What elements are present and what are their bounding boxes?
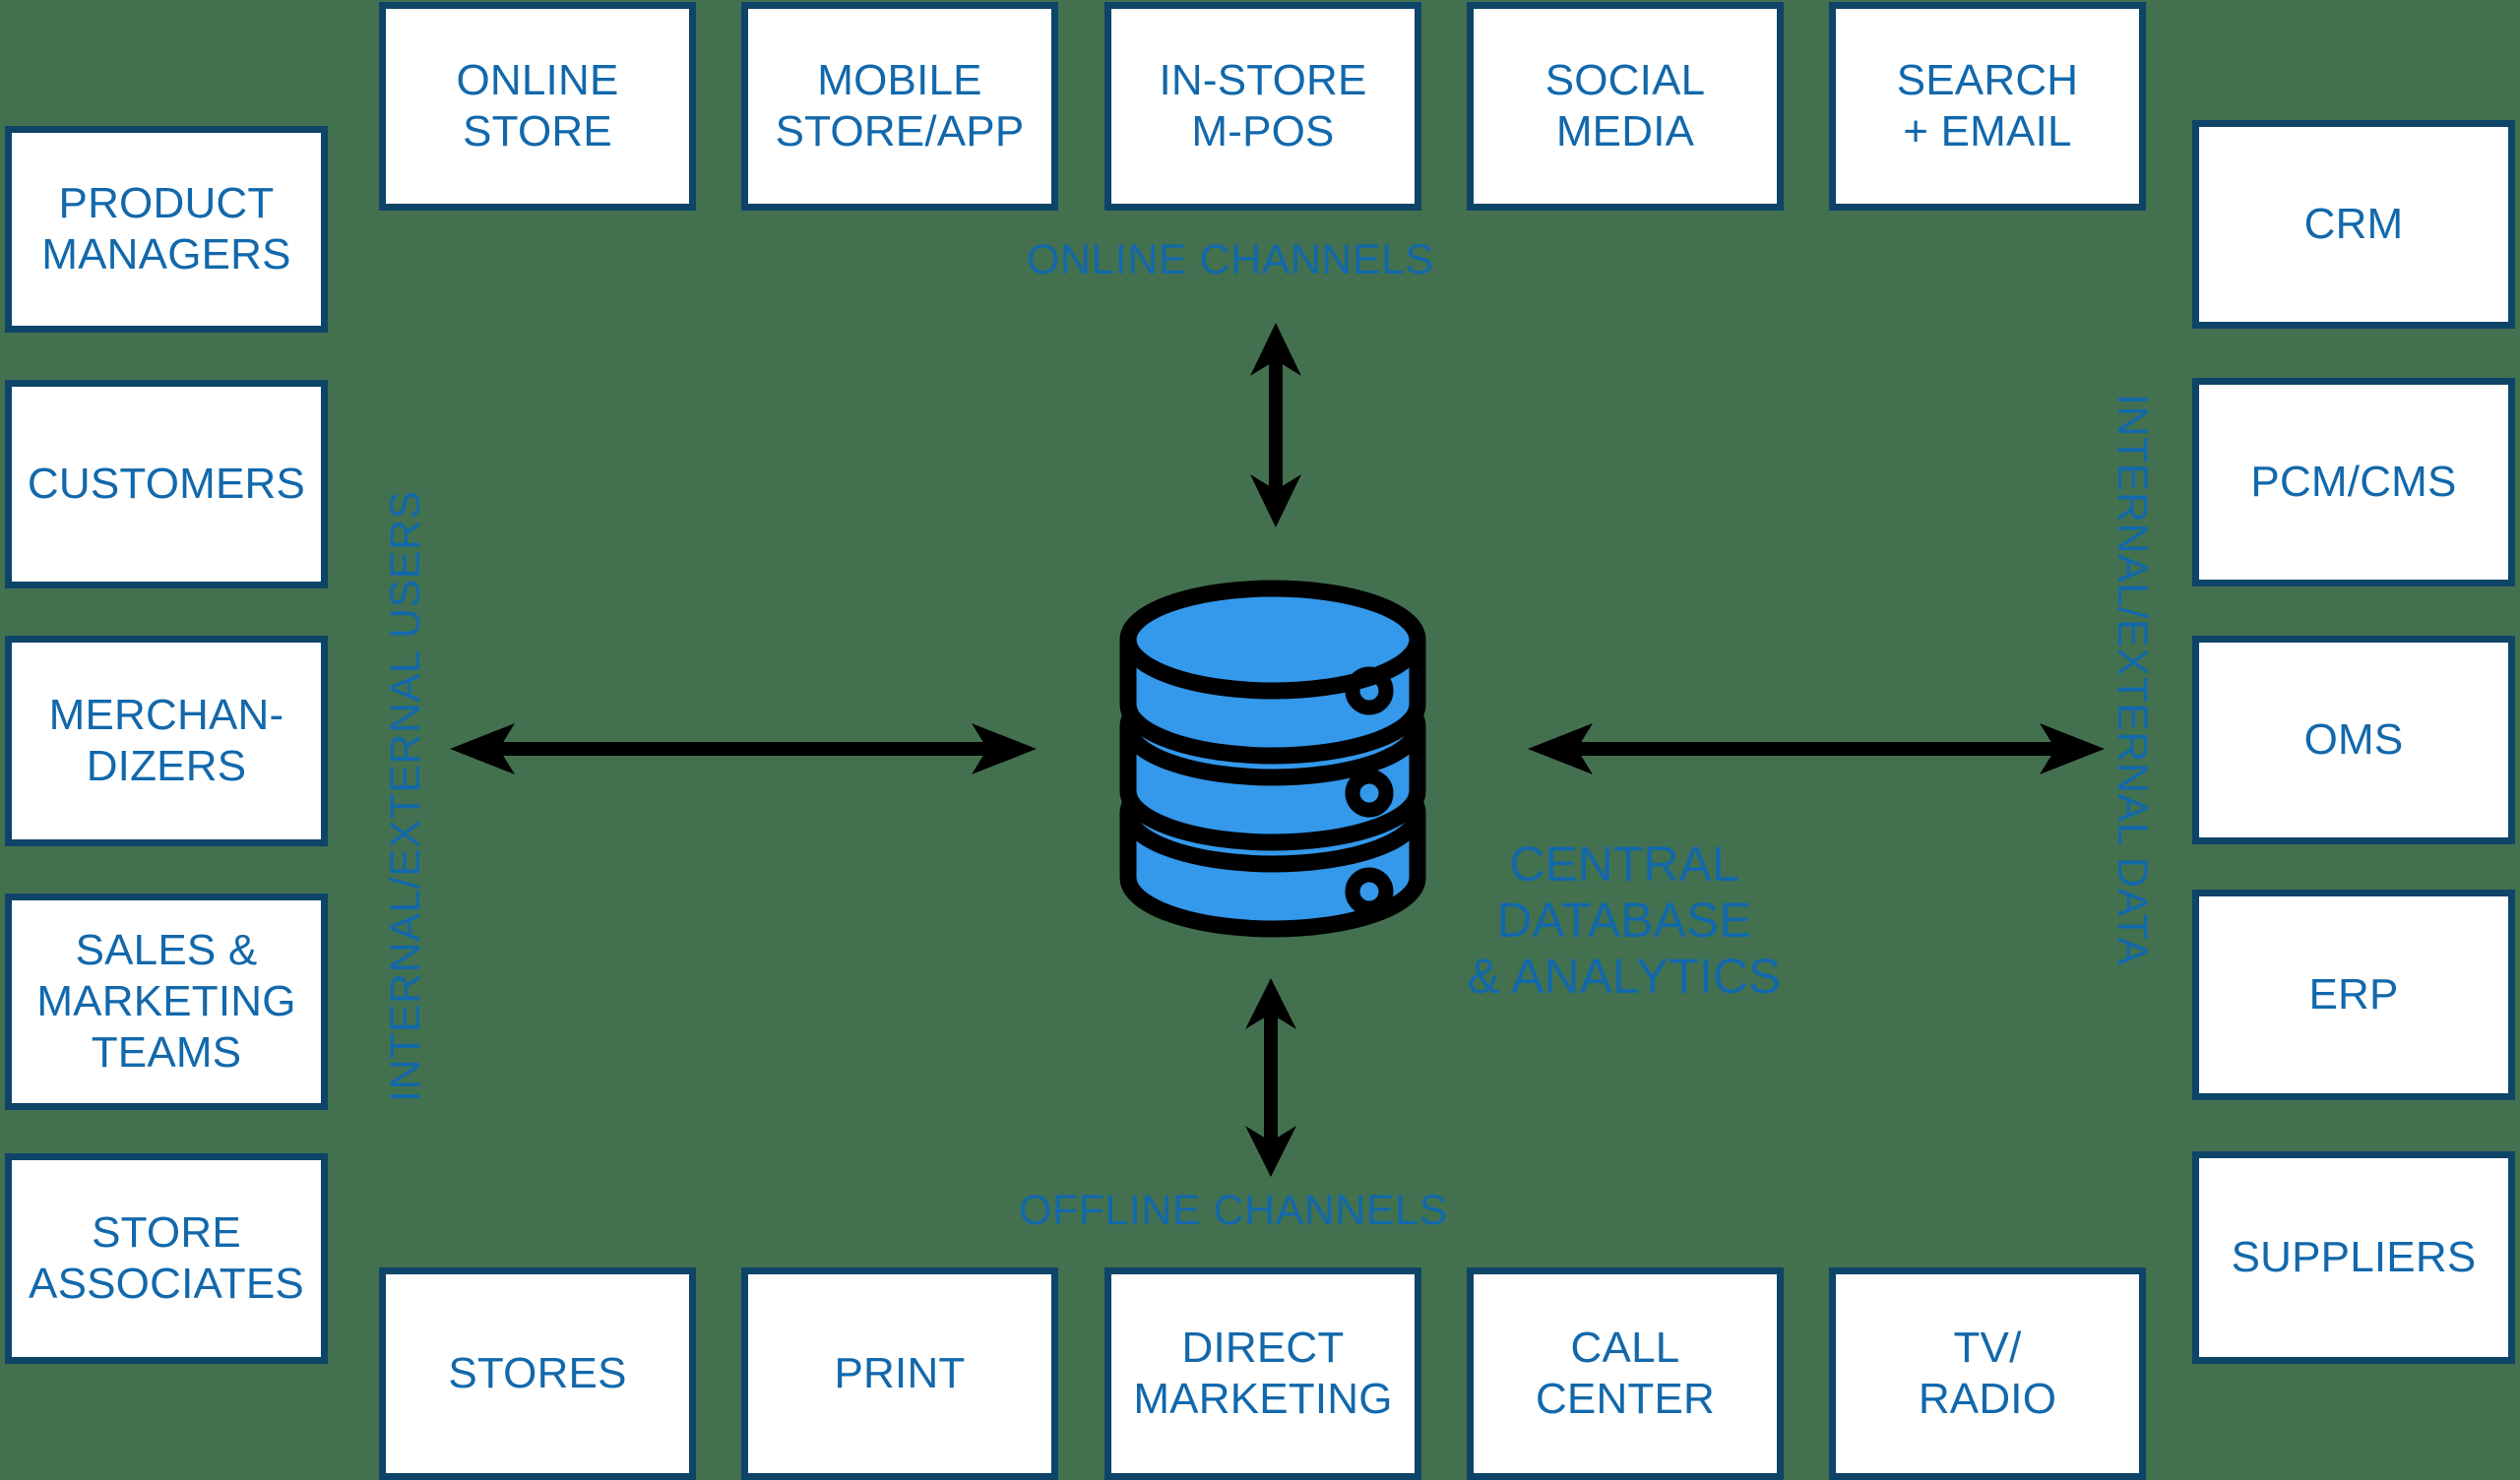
node-label: PCM/CMS xyxy=(2250,458,2457,507)
node-label: SOCIAL MEDIA xyxy=(1544,56,1706,155)
arrow-bottom-vertical xyxy=(1245,978,1296,1177)
user-store-associates[interactable]: STORE ASSOCIATES xyxy=(5,1153,328,1364)
online-channel-social-media[interactable]: SOCIAL MEDIA xyxy=(1467,2,1784,211)
node-label: SUPPLIERS xyxy=(2231,1233,2477,1282)
caption-internal-external-users: INTERNAL/EXTERNAL USERS xyxy=(382,490,429,1102)
user-product-managers[interactable]: PRODUCT MANAGERS xyxy=(5,126,328,333)
node-label: IN-STORE M-POS xyxy=(1159,56,1367,155)
offline-channel-call-center[interactable]: CALL CENTER xyxy=(1467,1267,1784,1480)
online-channel-mobile-store-app[interactable]: MOBILE STORE/APP xyxy=(741,2,1058,211)
data-system-crm[interactable]: CRM xyxy=(2192,120,2515,329)
data-system-pcm-cms[interactable]: PCM/CMS xyxy=(2192,378,2515,586)
caption-internal-external-data: INTERNAL/EXTERNAL DATA xyxy=(2109,394,2156,966)
node-label: MERCHAN- DIZERS xyxy=(48,691,284,790)
online-channel-online-store[interactable]: ONLINE STORE xyxy=(379,2,696,211)
caption-online-channels: ONLINE CHANNELS xyxy=(1027,236,1434,283)
data-system-erp[interactable]: ERP xyxy=(2192,890,2515,1100)
user-customers[interactable]: CUSTOMERS xyxy=(5,380,328,588)
database-cylinder-icon xyxy=(1119,580,1426,938)
node-label: ONLINE STORE xyxy=(456,56,619,155)
central-database-label: CENTRAL DATABASE & ANALYTICS xyxy=(1467,836,1782,1004)
offline-channel-direct-marketing[interactable]: DIRECT MARKETING xyxy=(1104,1267,1421,1480)
online-channel-search-email[interactable]: SEARCH + EMAIL xyxy=(1829,2,2146,211)
node-label: PRODUCT MANAGERS xyxy=(41,179,291,278)
user-merchandizers[interactable]: MERCHAN- DIZERS xyxy=(5,636,328,846)
node-label: MOBILE STORE/APP xyxy=(775,56,1025,155)
arrow-left-horizontal xyxy=(450,723,1037,774)
arrow-top-vertical xyxy=(1250,323,1301,527)
node-label: SEARCH + EMAIL xyxy=(1896,56,2079,155)
data-system-suppliers[interactable]: SUPPLIERS xyxy=(2192,1151,2515,1364)
node-label: ERP xyxy=(2308,970,2399,1019)
online-channel-in-store-m-pos[interactable]: IN-STORE M-POS xyxy=(1104,2,1421,211)
node-label: PRINT xyxy=(834,1349,966,1398)
node-label: STORE ASSOCIATES xyxy=(29,1208,304,1308)
data-system-oms[interactable]: OMS xyxy=(2192,636,2515,844)
node-label: CALL CENTER xyxy=(1535,1324,1716,1423)
node-label: SALES & MARKETING TEAMS xyxy=(36,926,296,1077)
node-label: STORES xyxy=(448,1349,627,1398)
node-label: CUSTOMERS xyxy=(27,460,306,509)
arrow-right-horizontal xyxy=(1528,723,2105,774)
offline-channel-stores[interactable]: STORES xyxy=(379,1267,696,1480)
offline-channel-print[interactable]: PRINT xyxy=(741,1267,1058,1480)
caption-offline-channels: OFFLINE CHANNELS xyxy=(1019,1187,1448,1234)
offline-channel-tv-radio[interactable]: TV/ RADIO xyxy=(1829,1267,2146,1480)
user-sales-marketing-teams[interactable]: SALES & MARKETING TEAMS xyxy=(5,894,328,1110)
node-label: TV/ RADIO xyxy=(1918,1324,2057,1423)
node-label: OMS xyxy=(2303,715,2404,765)
node-label: DIRECT MARKETING xyxy=(1133,1324,1393,1423)
node-label: CRM xyxy=(2303,200,2404,249)
